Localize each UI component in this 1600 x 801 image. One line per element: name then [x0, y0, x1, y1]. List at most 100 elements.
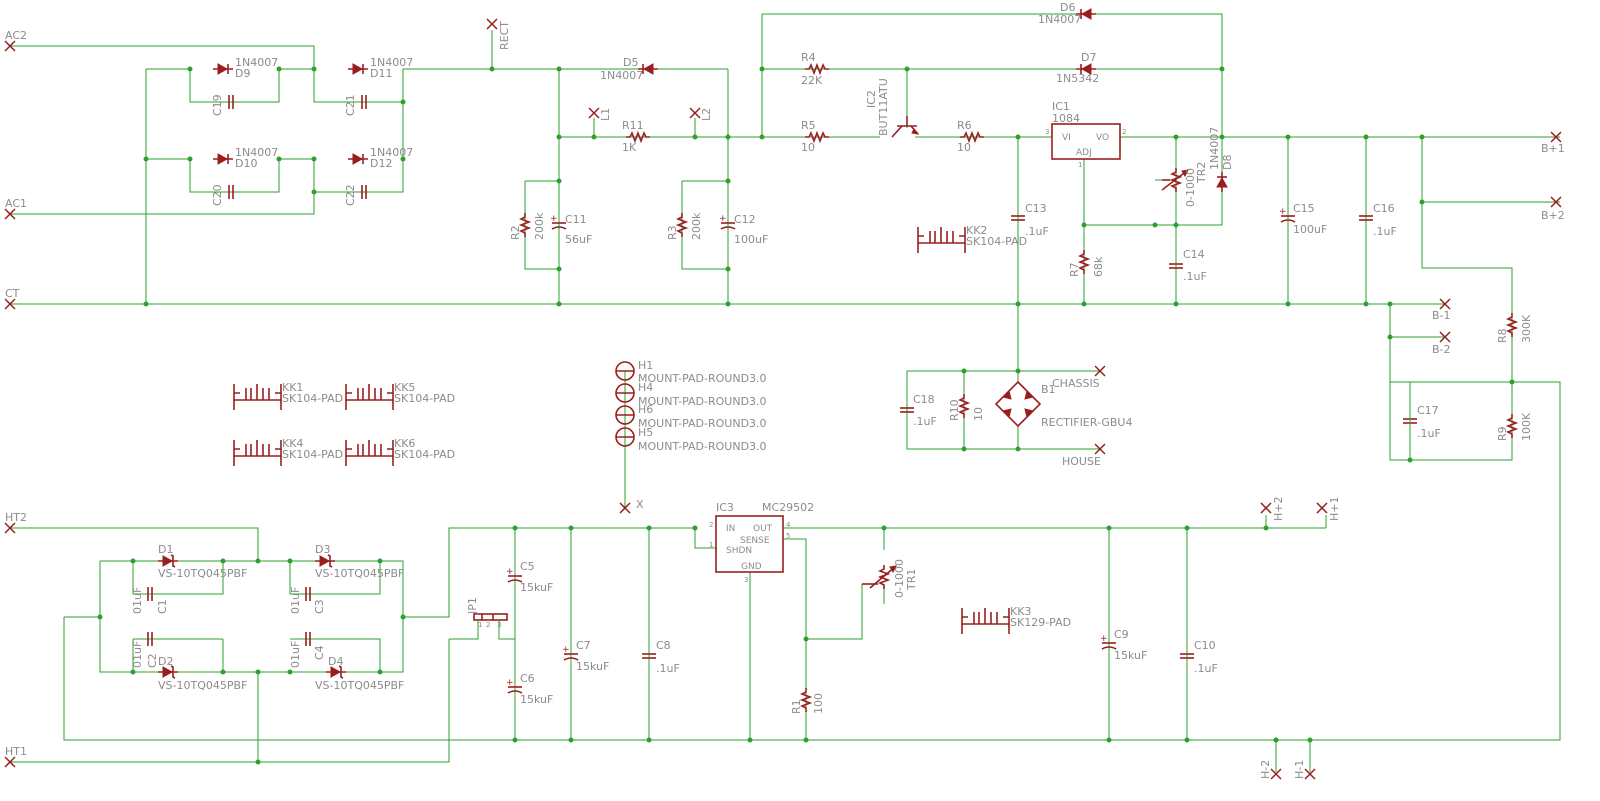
h6-name: H6 — [638, 403, 653, 416]
tr1-name: TR1 — [905, 569, 918, 591]
c22-name: C22 — [344, 184, 357, 206]
c12-value: 100uF — [734, 233, 768, 246]
c9-value: 15kuF — [1114, 649, 1147, 662]
r3-value: 200k — [690, 212, 703, 240]
d5-name: D5 — [623, 56, 638, 69]
kk2-name: KK2 — [966, 224, 987, 237]
h1-name: H1 — [638, 359, 653, 372]
h5-value: MOUNT-PAD-ROUND3.0 — [638, 440, 767, 453]
net-bm1-label: B-1 — [1432, 309, 1451, 322]
c14-name: C14 — [1183, 248, 1205, 261]
mount-pad-h6 — [615, 405, 635, 425]
tr2-name: TR2 — [1195, 162, 1208, 184]
c8-value: .1uF — [656, 662, 680, 675]
jp1-pin1: 1 — [478, 621, 482, 629]
h4-name: H4 — [638, 381, 653, 394]
net-ac2-label: AC2 — [5, 29, 27, 42]
d10-value: 1N4007 — [235, 146, 278, 159]
ic3-pin3: 3 — [744, 576, 748, 584]
c17-name: C17 — [1417, 404, 1439, 417]
mount-pad-h4 — [615, 383, 635, 403]
c21-name: C21 — [344, 94, 357, 116]
transistor-ic2 — [891, 116, 920, 138]
r11-value: 1K — [622, 141, 637, 154]
c11-value: 56uF — [565, 233, 592, 246]
c3-value: 01uF — [289, 587, 302, 614]
r1-value: 100 — [812, 693, 825, 714]
h6-value: MOUNT-PAD-ROUND3.0 — [638, 417, 767, 430]
d6-name: D6 — [1060, 1, 1075, 14]
kk1-value: SK104-PAD — [282, 392, 343, 405]
c15-value: 100uF — [1293, 223, 1327, 236]
r7-value: 68k — [1092, 256, 1105, 277]
h4-value: MOUNT-PAD-ROUND3.0 — [638, 395, 767, 408]
d11-value: 1N4007 — [370, 56, 413, 69]
d3-value: VS-10TQ045PBF — [315, 567, 404, 580]
c13-name: C13 — [1025, 202, 1047, 215]
ic2-value: BUT11ATU — [877, 78, 890, 136]
c1-name: C1 — [156, 599, 169, 614]
d10-name: D10 — [235, 157, 257, 170]
regulator-ic1: VI VO ADJ 3 2 1 — [1045, 123, 1126, 169]
net-rect-label: RECT — [498, 21, 511, 50]
net-chassis-label: CHASSIS — [1052, 377, 1100, 390]
c5-value: 15kuF — [520, 581, 553, 594]
d4-name: D4 — [328, 655, 343, 668]
kk3-name: KK3 — [1010, 605, 1031, 618]
chassis-section: C18 .1uF R10 10 B1 RECTIFIER-GBU4 — [899, 380, 1132, 429]
ic1-name: IC1 — [1052, 100, 1070, 113]
net-bm2-label: B-2 — [1432, 343, 1451, 356]
filter-section: D5 1N4007 R11 1K R2 200k C11 56uF R3 200… — [509, 56, 768, 246]
net-ht1-label: HT1 — [5, 745, 27, 758]
d2-value: VS-10TQ045PBF — [158, 679, 247, 692]
net-bp2-label: B+2 — [1541, 209, 1565, 222]
d8-name: D8 — [1221, 155, 1234, 170]
kk6-value: SK104-PAD — [394, 448, 455, 461]
ic3-pin-sense: SENSE — [740, 536, 770, 546]
r6-value: 10 — [957, 141, 971, 154]
net-hp2-mark — [1260, 502, 1272, 514]
mount-pad-h5 — [615, 427, 635, 447]
r1-name: R1 — [790, 699, 803, 714]
ht-regulator: IN OUT SENSE SHDN GND 2 1 4 5 3 IC3 MC29… — [709, 501, 1218, 714]
kk1-name: KK1 — [282, 381, 303, 394]
b1-name: B1 — [1041, 383, 1056, 396]
bridge-rectifier-b1 — [994, 380, 1042, 428]
c1-value: 01uF — [131, 587, 144, 614]
ic3-pin-shdn: SHDN — [726, 546, 752, 556]
c3-name: C3 — [313, 599, 326, 614]
ic1-pin-adj: ADJ — [1076, 148, 1092, 158]
h1-value: MOUNT-PAD-ROUND3.0 — [638, 372, 767, 385]
net-rect-mark — [486, 18, 498, 30]
ic1-pin2: 2 — [1122, 128, 1126, 136]
d2-name: D2 — [158, 655, 173, 668]
heatsinks: KK2 SK104-PAD KK1 SK104-PAD KK5 SK104-PA… — [233, 224, 1071, 635]
net-hm2-label: H-2 — [1259, 760, 1272, 779]
net-bp1-label: B+1 — [1541, 142, 1565, 155]
c8-name: C8 — [656, 639, 671, 652]
heatsink-kk5 — [345, 383, 394, 411]
r8-name: R8 — [1496, 328, 1509, 343]
d9-name: D9 — [235, 67, 250, 80]
capacitor-c12 — [718, 213, 736, 230]
ic3-pin1: 1 — [709, 541, 713, 549]
tr1-value: 0-1000 — [893, 559, 906, 598]
c6-value: 15kuF — [520, 693, 553, 706]
r5-name: R5 — [801, 119, 816, 132]
r9-name: R9 — [1496, 426, 1509, 441]
d5-value: 1N4007 — [600, 69, 643, 82]
r4-value: 22K — [801, 74, 823, 87]
r6-name: R6 — [957, 119, 972, 132]
d12-name: D12 — [370, 157, 392, 170]
kk4-value: SK104-PAD — [282, 448, 343, 461]
diode-d3 — [314, 554, 336, 568]
ic3-pin-in: IN — [726, 524, 735, 534]
c20-name: C20 — [211, 184, 224, 206]
ic1-pin-vi: VI — [1062, 133, 1071, 143]
trimmer-tr1 — [862, 564, 897, 590]
heatsink-kk3 — [961, 607, 1010, 635]
r10-name: R10 — [948, 399, 961, 421]
net-l1-label: L1 — [599, 108, 612, 121]
c14-value: .1uF — [1183, 270, 1207, 283]
